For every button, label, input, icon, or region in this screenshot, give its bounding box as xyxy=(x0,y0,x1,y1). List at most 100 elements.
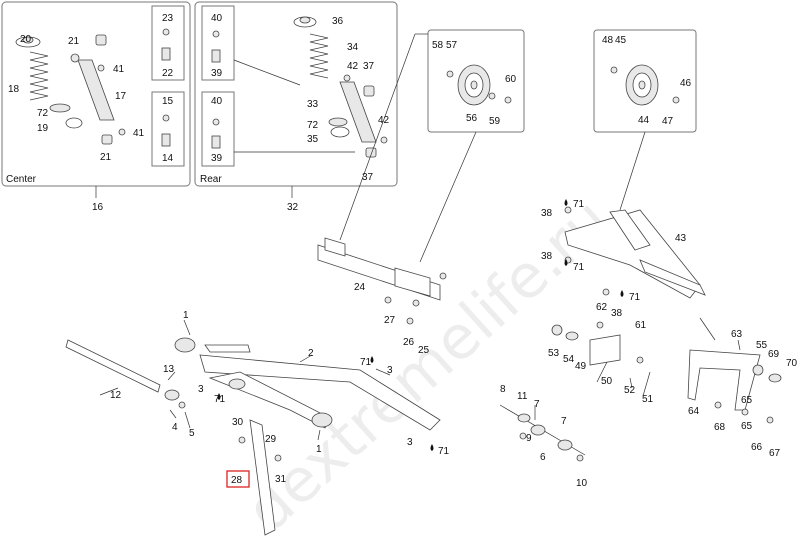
callout-label-63: 63 xyxy=(731,329,743,340)
callout-label-3: 3 xyxy=(387,365,393,376)
callout-label-11: 11 xyxy=(517,391,528,402)
callout-label-36: 36 xyxy=(332,16,344,27)
center-caption: Center xyxy=(6,174,37,185)
slide-rail xyxy=(65,339,161,393)
rear-arm-assembly xyxy=(564,206,706,299)
idler-box-1-leader-b xyxy=(339,33,416,241)
callout-label-8: 8 xyxy=(500,384,506,395)
callout-label-65: 65 xyxy=(741,395,753,406)
rear-shock-drawing xyxy=(293,16,388,158)
callout-label-21: 21 xyxy=(68,36,80,47)
callout-label-13: 13 xyxy=(163,364,175,375)
idler-wheel-2 xyxy=(610,64,680,106)
rear-caption: Rear xyxy=(200,174,222,185)
callout-label-33: 33 xyxy=(307,99,319,110)
callout-label-38: 38 xyxy=(541,208,553,219)
callout-label-41: 41 xyxy=(113,64,125,75)
callout-leaders xyxy=(99,317,741,441)
callout-label-46: 46 xyxy=(680,78,692,89)
callout-label-65: 65 xyxy=(741,421,753,432)
callout-label-14: 14 xyxy=(162,153,174,164)
callout-label-39: 39 xyxy=(211,68,223,79)
callout-label-30: 30 xyxy=(232,417,244,428)
callout-label-7: 7 xyxy=(561,416,567,427)
callout-label-47: 47 xyxy=(662,116,674,127)
callout-label-17: 17 xyxy=(115,91,127,102)
callout-label-71: 71 xyxy=(573,199,585,210)
callout-label-62: 62 xyxy=(596,302,608,313)
callout-label-61: 61 xyxy=(635,320,647,331)
callout-label-68: 68 xyxy=(714,422,726,433)
callout-label-3: 3 xyxy=(407,437,413,448)
callout-label-31: 31 xyxy=(275,474,287,485)
callout-label-38: 38 xyxy=(541,251,553,262)
callout-label-37: 37 xyxy=(363,61,375,72)
main-frame-assembly xyxy=(164,337,441,431)
callout-label-29: 29 xyxy=(265,434,277,445)
callout-label-50: 50 xyxy=(601,376,613,387)
center-group-label: 16 xyxy=(92,202,104,213)
callout-label-4: 4 xyxy=(172,422,178,433)
callout-label-51: 51 xyxy=(642,394,654,405)
callout-label-40: 40 xyxy=(211,13,223,24)
rear-subbox-upper xyxy=(201,5,235,81)
callout-label-5: 5 xyxy=(189,428,195,439)
axle-assembly xyxy=(499,404,586,462)
callout-label-1: 1 xyxy=(316,444,322,455)
idler-wheel-1 xyxy=(446,64,512,106)
center-box-hardware xyxy=(161,28,171,147)
callout-label-26: 26 xyxy=(403,337,415,348)
callout-label-59: 59 xyxy=(489,116,501,127)
callout-label-52: 52 xyxy=(624,385,636,396)
callout-label-44: 44 xyxy=(638,115,650,126)
callout-label-64: 64 xyxy=(688,406,700,417)
callout-label-37: 37 xyxy=(362,172,374,183)
callout-label-18: 18 xyxy=(8,84,20,95)
callout-label-69: 69 xyxy=(768,349,780,360)
callout-label-35: 35 xyxy=(307,134,319,145)
bracket-assembly xyxy=(551,321,644,366)
callout-label-12: 12 xyxy=(110,390,122,401)
callout-label-34: 34 xyxy=(347,42,359,53)
callout-label-39: 39 xyxy=(211,153,223,164)
sealant-drop-icons xyxy=(217,199,624,451)
front-arm-assembly xyxy=(317,237,447,325)
rear-box-hardware xyxy=(211,30,221,149)
callout-label-15: 15 xyxy=(162,96,174,107)
callout-label-71: 71 xyxy=(629,292,641,303)
callout-label-23: 23 xyxy=(162,13,174,24)
callout-label-48: 48 xyxy=(602,35,614,46)
callout-label-66: 66 xyxy=(751,442,763,453)
callout-label-6: 6 xyxy=(540,452,546,463)
callout-label-54: 54 xyxy=(563,354,575,365)
callout-label-72: 72 xyxy=(307,120,319,131)
callout-label-7: 7 xyxy=(534,399,540,410)
callout-label-40: 40 xyxy=(211,96,223,107)
highlighted-part-label[interactable]: 28 xyxy=(231,475,243,486)
callout-label-20: 20 xyxy=(20,34,32,45)
callout-label-58: 58 xyxy=(432,40,444,51)
callout-label-71: 71 xyxy=(360,357,372,368)
callout-label-10: 10 xyxy=(576,478,588,489)
callout-label-42: 42 xyxy=(347,61,359,72)
rear-upper-leader xyxy=(233,59,301,86)
lever-arm-28 xyxy=(238,419,282,536)
callout-label-38: 38 xyxy=(611,308,623,319)
callout-label-43: 43 xyxy=(675,233,687,244)
callout-label-22: 22 xyxy=(162,68,174,79)
callout-label-21: 21 xyxy=(100,152,112,163)
center-shock-drawing xyxy=(15,34,126,145)
callout-label-72: 72 xyxy=(37,108,49,119)
callout-label-2: 2 xyxy=(308,348,314,359)
callout-label-41: 41 xyxy=(133,128,145,139)
callout-label-3: 3 xyxy=(198,384,204,395)
callout-label-9: 9 xyxy=(526,433,532,444)
idler-box-2-leader xyxy=(619,131,646,211)
callout-label-1: 1 xyxy=(183,310,189,321)
idler-box-1-leader-c xyxy=(419,131,477,263)
callout-label-49: 49 xyxy=(575,361,587,372)
callout-label-55: 55 xyxy=(756,340,768,351)
